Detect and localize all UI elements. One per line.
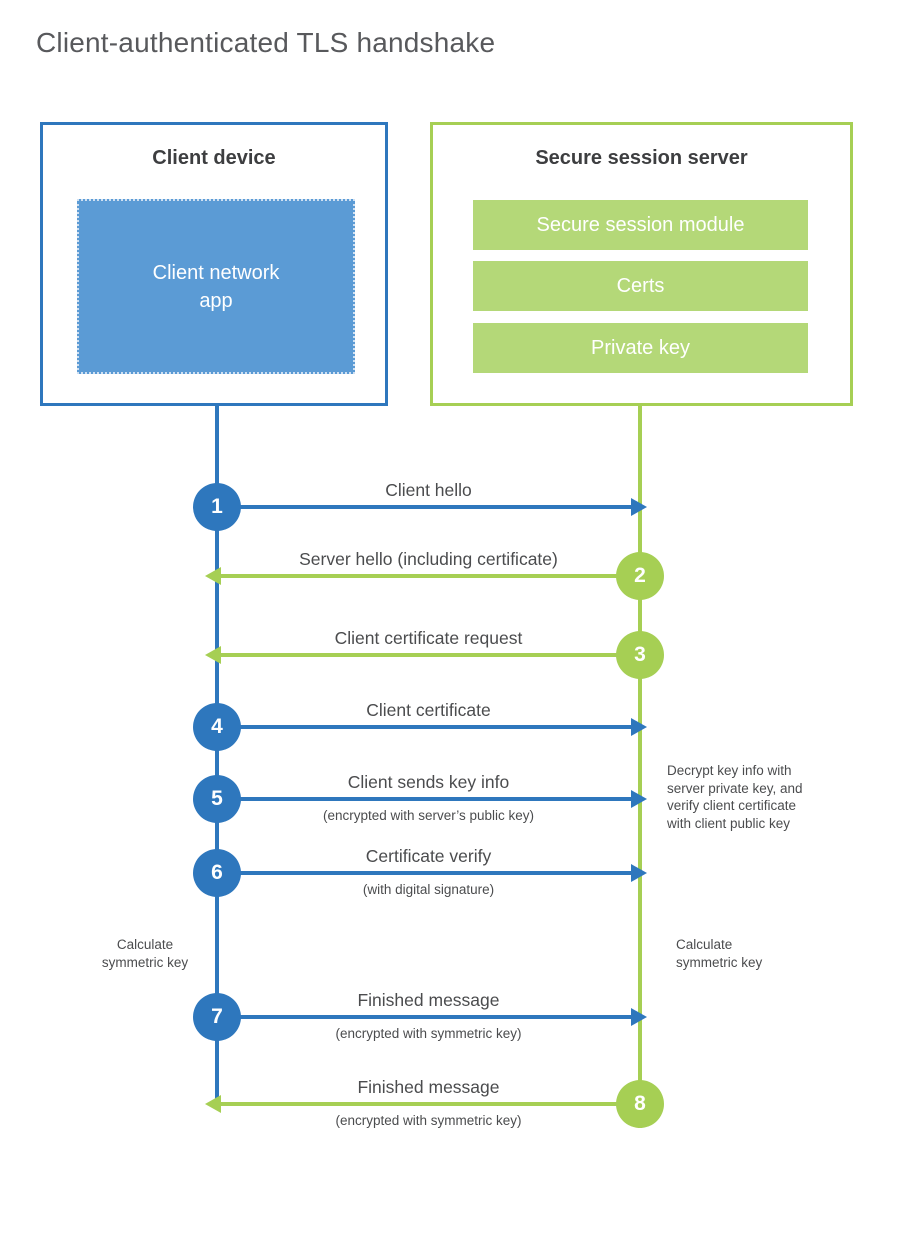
message-row: Client hello 1 (193, 480, 664, 531)
arrow-line (217, 725, 631, 729)
server-panel-title: Secure session server (535, 147, 748, 169)
message-subtext: (with digital signature) (362, 882, 495, 897)
arrow-line (217, 505, 631, 509)
arrow-head-icon (631, 498, 647, 516)
server-module-private-key: Private key (473, 323, 808, 373)
server-module-secure-session: Secure session module (473, 200, 808, 250)
arrow-head-icon (205, 1095, 221, 1113)
sequence-number-badge: 7 (193, 993, 241, 1041)
message-row: Client sends key info (encrypted with se… (193, 772, 664, 823)
arrow-head-icon (631, 790, 647, 808)
sequence-number-badge: 2 (616, 552, 664, 600)
arrow-line (221, 574, 640, 578)
message-label: Client certificate (366, 700, 491, 720)
message-row: Client certificate request 3 (193, 628, 664, 679)
message-row: Certificate verify (with digital signatu… (193, 846, 664, 897)
arrow-head-icon (205, 646, 221, 664)
message-row: Client certificate 4 (193, 700, 664, 751)
calculate-symmetric-key-right: Calculate symmetric key (676, 937, 763, 970)
message-sequence: Client hello 1 Server hello (including c… (193, 0, 664, 1256)
arrow-line (221, 653, 640, 657)
sequence-number-badge: 3 (616, 631, 664, 679)
arrow-line (217, 1015, 631, 1019)
message-label: Client sends key info (347, 772, 510, 792)
arrow-head-icon (205, 567, 221, 585)
arrow-head-icon (631, 864, 647, 882)
message-subtext: (encrypted with symmetric key) (335, 1113, 522, 1128)
arrow-head-icon (631, 718, 647, 736)
secure-session-server-panel: Secure session server Secure session mod… (430, 122, 853, 406)
message-label: Finished message (357, 990, 500, 1010)
page-title: Client-authenticated TLS handshake (36, 27, 496, 58)
arrow-line (221, 1102, 640, 1106)
client-panel-title: Client device (152, 147, 276, 169)
arrow-head-icon (631, 1008, 647, 1026)
arrow-line (217, 797, 631, 801)
message-row: Finished message (encrypted with symmetr… (193, 990, 664, 1041)
sequence-number-badge: 1 (193, 483, 241, 531)
message-label: Certificate verify (365, 846, 492, 866)
client-device-panel: Client device Client network app (40, 122, 388, 406)
server-lifeline (638, 406, 642, 1128)
server-module-certs: Certs (473, 261, 808, 311)
sequence-number-badge: 6 (193, 849, 241, 897)
message-row: Server hello (including certificate) 2 (193, 549, 664, 600)
message-label: Server hello (including certificate) (299, 549, 558, 569)
message-subtext: (encrypted with server’s public key) (322, 808, 535, 823)
message-label: Client certificate request (334, 628, 523, 648)
message-row: Finished message (encrypted with symmetr… (193, 1077, 664, 1128)
calculate-symmetric-key-left: Calculate symmetric key (101, 937, 189, 970)
decrypt-key-note: Decrypt key info with server private key… (667, 763, 803, 831)
message-label: Finished message (357, 1077, 500, 1097)
client-network-app-box: Client network app (77, 199, 355, 374)
sequence-number-badge: 5 (193, 775, 241, 823)
sequence-number-badge: 4 (193, 703, 241, 751)
arrow-line (217, 871, 631, 875)
sequence-number-badge: 8 (616, 1080, 664, 1128)
message-subtext: (encrypted with symmetric key) (335, 1026, 522, 1041)
client-lifeline (215, 406, 219, 1107)
message-label: Client hello (385, 480, 472, 500)
